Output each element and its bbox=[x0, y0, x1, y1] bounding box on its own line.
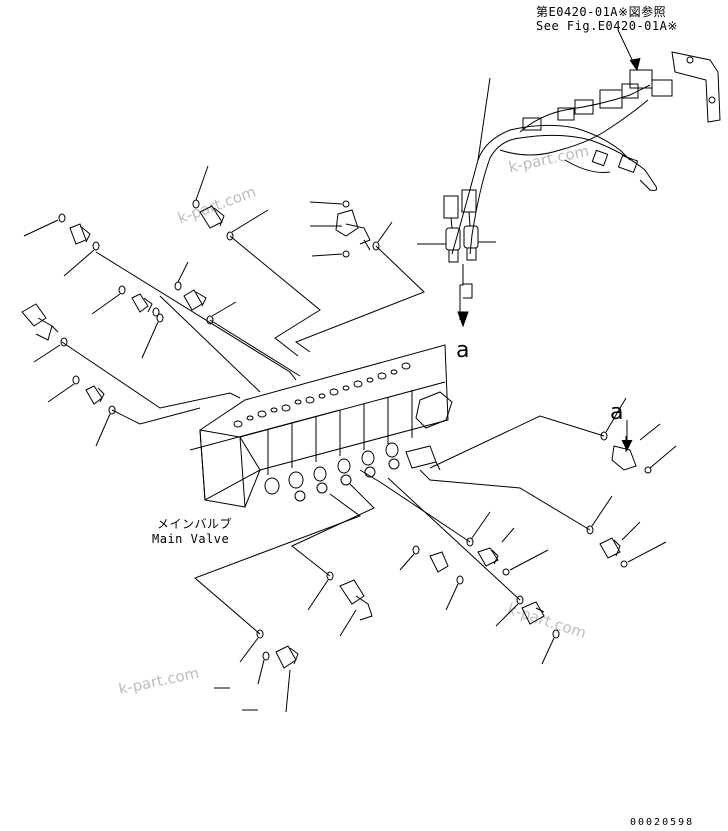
fitting-straight-2 bbox=[131, 293, 160, 317]
main-valve-label-jp: メインバルブ bbox=[157, 517, 233, 531]
connector-3 bbox=[599, 89, 623, 109]
connector-2 bbox=[574, 99, 594, 115]
fitting-straight-5 bbox=[183, 289, 207, 311]
fitting-elbow-2 bbox=[611, 420, 637, 471]
fittings bbox=[21, 205, 637, 669]
fitting-elbow-4 bbox=[339, 579, 373, 621]
callout-markers bbox=[23, 165, 677, 713]
pressure-switch-right bbox=[463, 225, 479, 249]
fitting-elbow-3 bbox=[521, 601, 545, 625]
reference-note-jp: 第E0420-01A※図参照 bbox=[536, 5, 667, 19]
fitting-straight-8 bbox=[429, 551, 449, 573]
fitting-straight-9 bbox=[275, 645, 299, 669]
relief-valve bbox=[415, 391, 453, 429]
main-valve-block bbox=[199, 344, 453, 508]
fitting-straight-1 bbox=[69, 223, 91, 245]
pressure-switch-left bbox=[445, 227, 461, 251]
reference-note-en: See Fig.E0420-01A※ bbox=[536, 19, 678, 33]
wiring-harness bbox=[417, 29, 721, 328]
hose-routes-left bbox=[61, 235, 425, 451]
fitting-straight-6 bbox=[599, 537, 621, 559]
fitting-elbow-1 bbox=[21, 303, 59, 341]
fitting-straight-7 bbox=[477, 547, 499, 567]
view-marker-a-upper: a bbox=[456, 338, 470, 363]
connector-4 bbox=[629, 69, 653, 89]
part-number: 00020598 bbox=[630, 817, 695, 828]
fitting-straight-4 bbox=[199, 205, 225, 229]
fitting-straight-3 bbox=[85, 385, 105, 405]
hose-routes-bottom bbox=[194, 415, 605, 635]
fitting-tee-1 bbox=[335, 209, 371, 251]
main-valve-label-en: Main Valve bbox=[152, 532, 230, 546]
bracket bbox=[671, 51, 721, 123]
connector-1 bbox=[522, 117, 542, 131]
